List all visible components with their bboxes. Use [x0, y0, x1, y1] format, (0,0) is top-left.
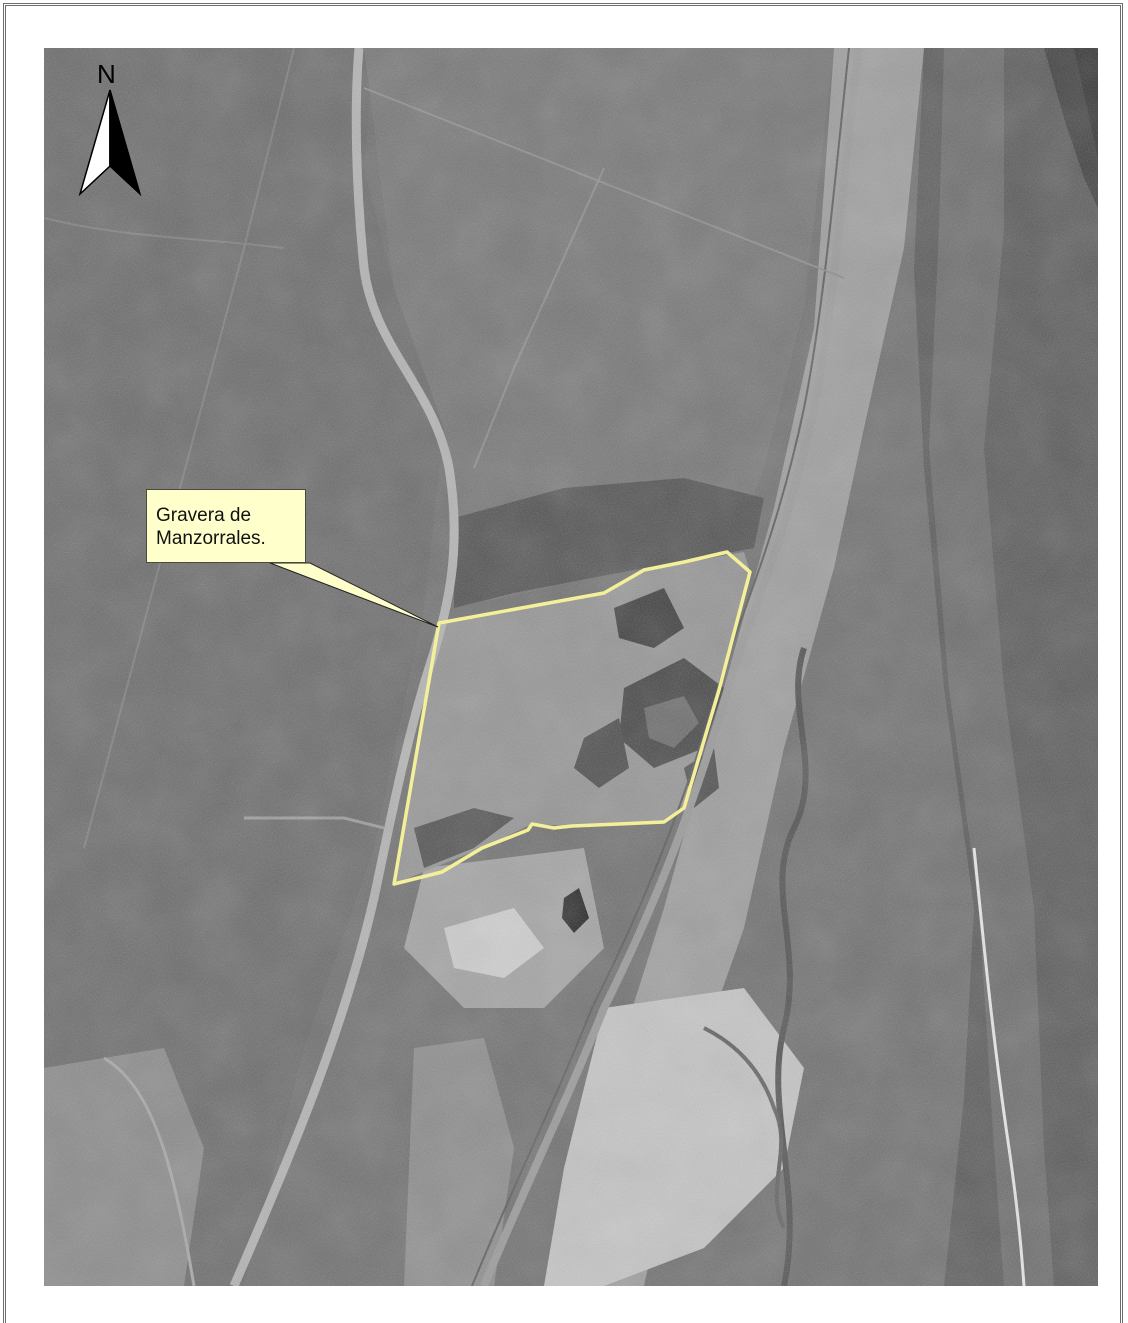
north-label: N	[97, 59, 116, 89]
callout-line-2: Manzorrales.	[156, 528, 266, 549]
site-callout: Gravera de Manzorrales.	[146, 489, 306, 563]
aerial-photo	[44, 48, 1098, 1286]
callout-line-1: Gravera de	[156, 505, 252, 526]
site-boundary	[392, 550, 752, 886]
map-frame	[3, 3, 1123, 1323]
north-arrow-icon	[78, 89, 142, 197]
